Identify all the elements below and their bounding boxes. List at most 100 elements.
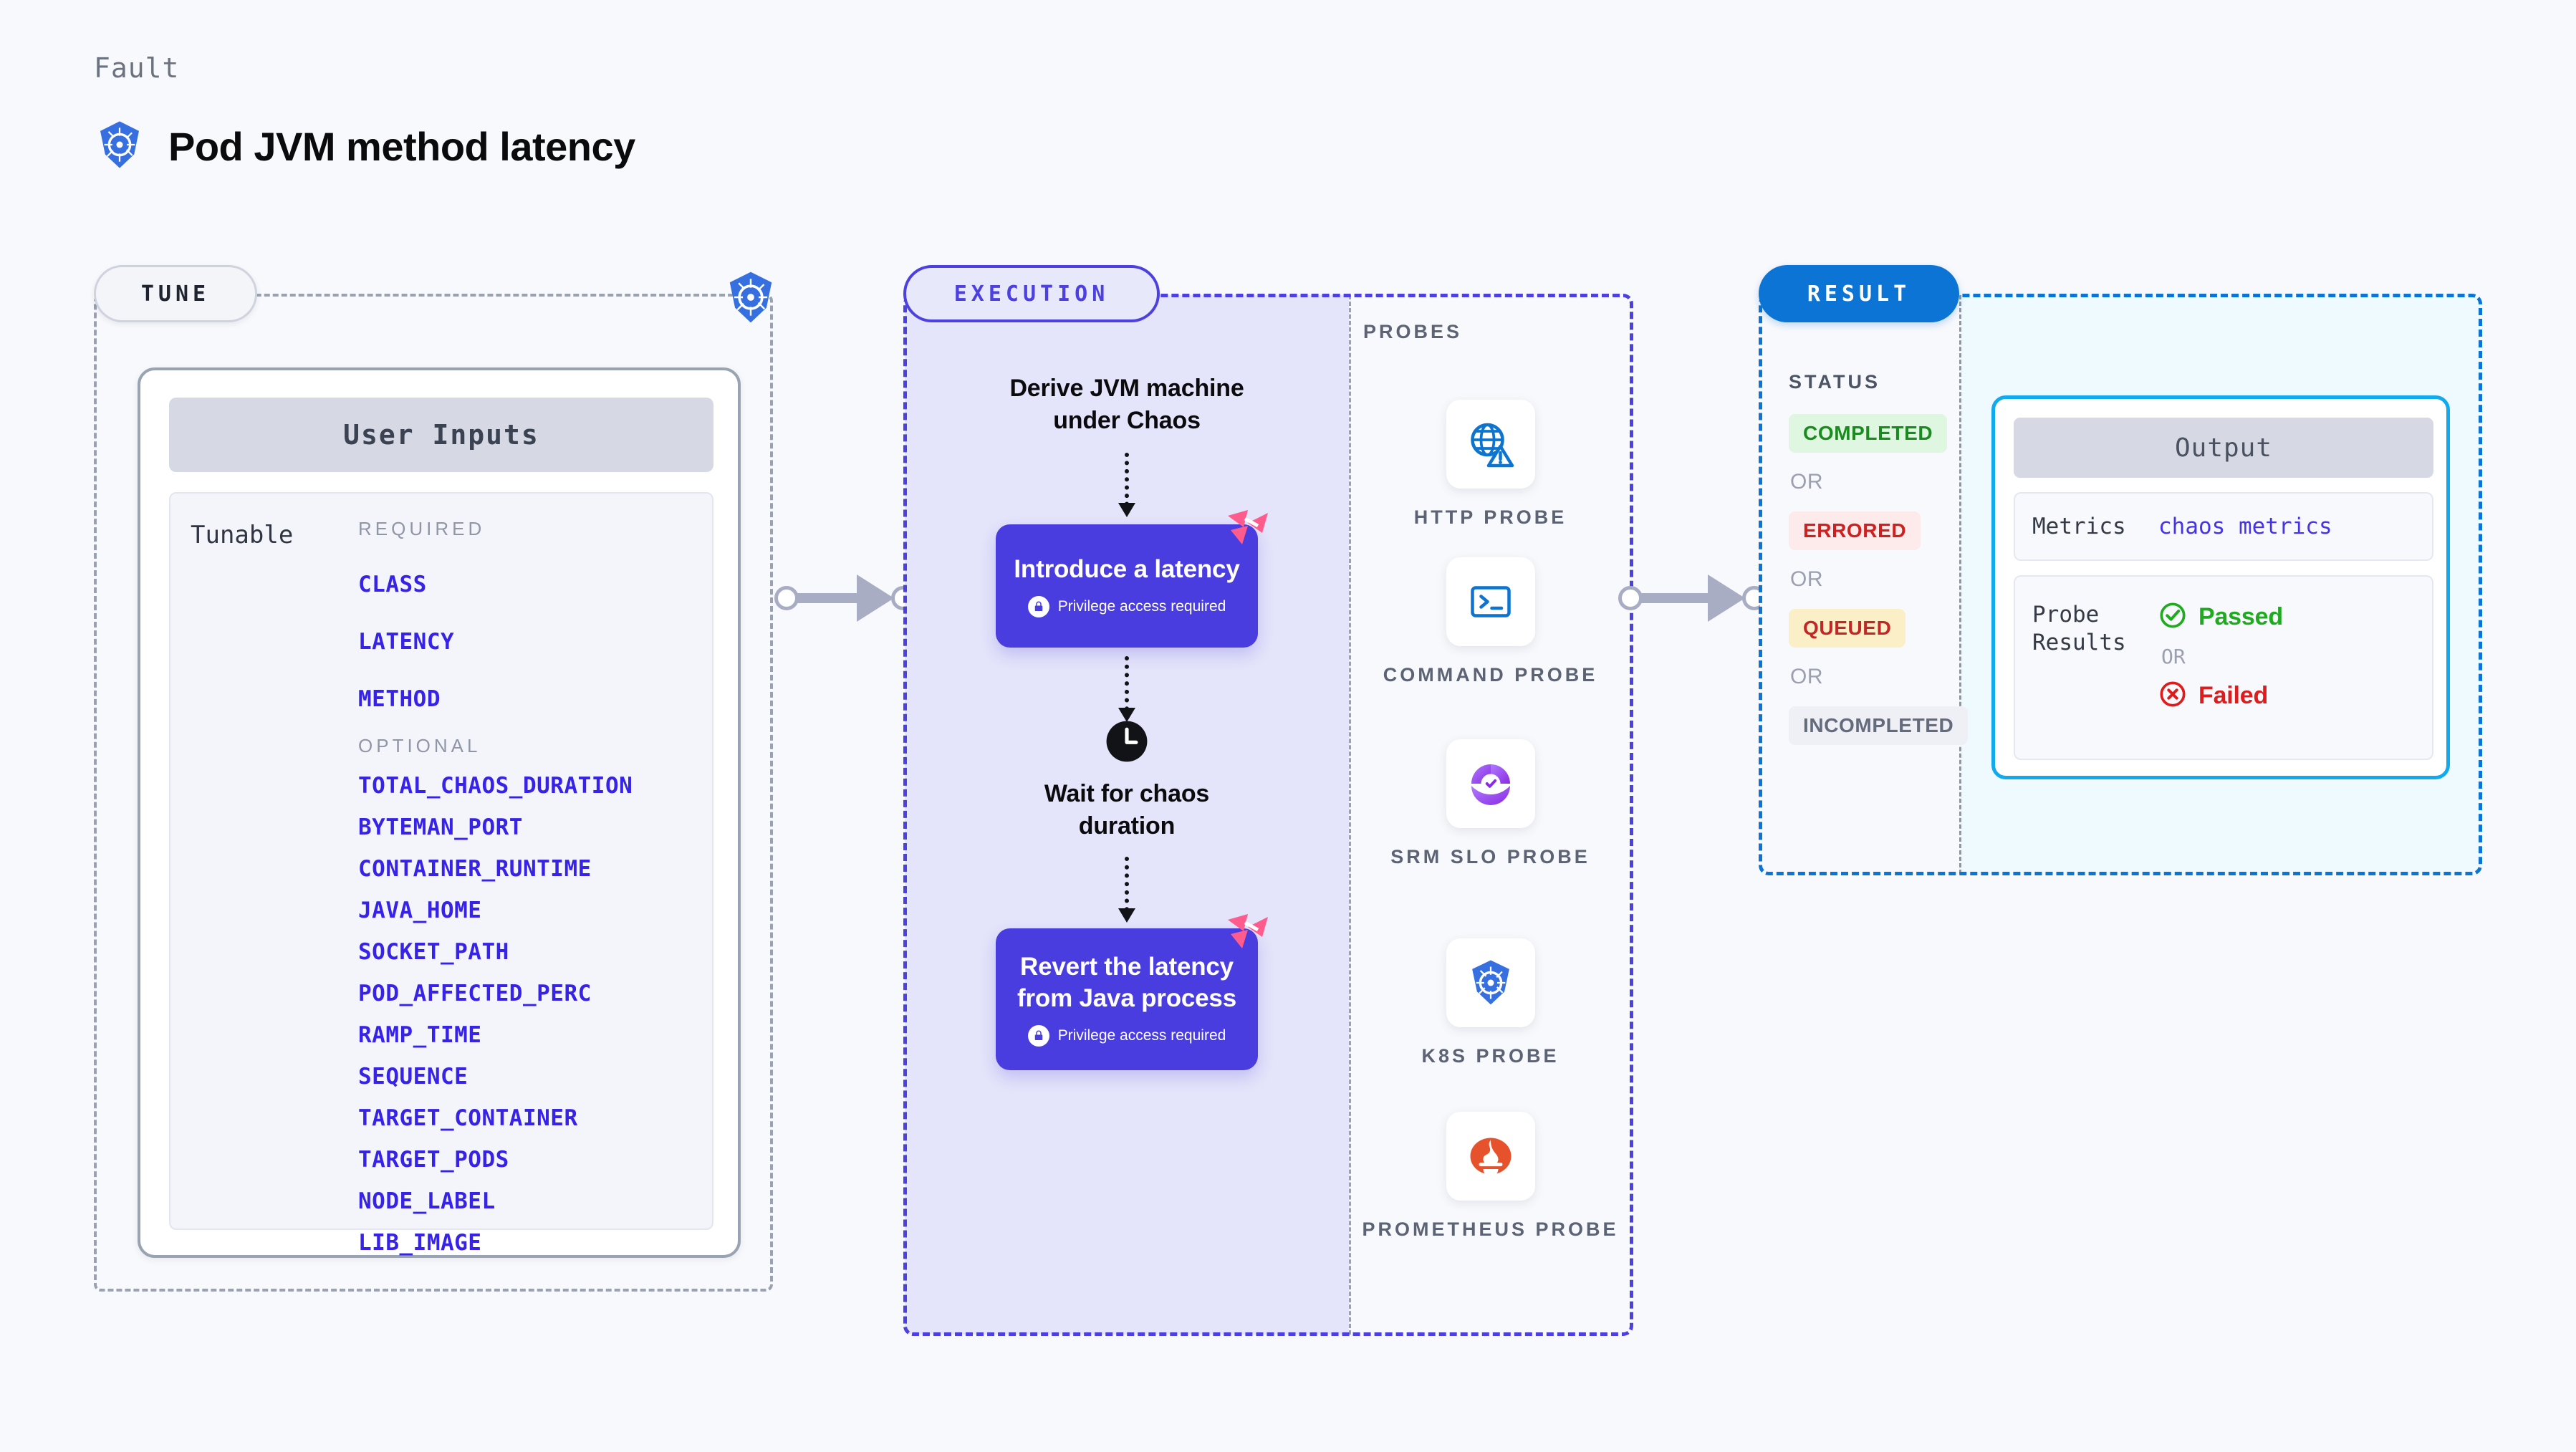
status-badge-wrap: INCOMPLETED xyxy=(1789,706,1969,745)
required-parameter[interactable]: LATENCY xyxy=(358,629,455,655)
harness-icon xyxy=(1226,913,1269,953)
optional-parameter[interactable]: SEQUENCE xyxy=(358,1064,468,1090)
status-label: STATUS xyxy=(1789,371,1880,393)
prometheus-icon xyxy=(1446,1112,1535,1201)
required-parameter[interactable]: CLASS xyxy=(358,572,427,597)
optional-parameter[interactable]: TARGET_PODS xyxy=(358,1147,509,1173)
optional-parameter[interactable]: CONTAINER_RUNTIME xyxy=(358,856,592,882)
srm-slo-icon xyxy=(1446,739,1535,828)
optional-parameter[interactable]: TARGET_CONTAINER xyxy=(358,1105,578,1131)
optional-parameter[interactable]: TOTAL_CHAOS_DURATION xyxy=(358,773,633,799)
lock-icon xyxy=(1027,596,1049,618)
execution-step-2[interactable]: Introduce a latency Privilege access req… xyxy=(996,509,1268,648)
check-circle-icon xyxy=(2158,601,2187,633)
status-or-label: OR xyxy=(1790,665,1823,688)
probe-or-label: OR xyxy=(2161,645,2186,668)
required-parameter-list: CLASS LATENCY METHOD xyxy=(358,572,695,712)
optional-parameter-list: TOTAL_CHAOS_DURATION BYTEMAN_PORT CONTAINE… xyxy=(358,773,695,1256)
optional-parameter[interactable]: BYTEMAN_PORT xyxy=(358,814,523,840)
execution-step-2-title: Introduce a latency xyxy=(1014,555,1240,584)
optional-parameter[interactable]: SOCKET_PATH xyxy=(358,939,509,965)
failed-label: Failed xyxy=(2198,682,2269,709)
optional-group-label: OPTIONAL xyxy=(358,735,481,756)
execution-step-2-subtitle: Privilege access required xyxy=(1027,596,1226,618)
required-group-label: REQUIRED xyxy=(358,518,486,539)
page-kicker: Fault xyxy=(94,52,180,84)
metrics-value[interactable]: chaos metrics xyxy=(2158,514,2332,539)
status-badge-wrap: COMPLETED xyxy=(1789,414,1953,453)
status-badge: INCOMPLETED xyxy=(1789,706,1969,745)
optional-parameter[interactable]: POD_AFFECTED_PERC xyxy=(358,981,592,1006)
harness-icon xyxy=(1226,509,1269,549)
probe-label: HTTP PROBE xyxy=(1413,506,1567,528)
status-badge-wrap: ERRORED xyxy=(1789,511,1953,550)
status-or-label: OR xyxy=(1790,470,1823,494)
tune-pill[interactable]: TUNE xyxy=(94,265,257,322)
globe-warning-icon xyxy=(1446,400,1535,489)
probe-label: COMMAND PROBE xyxy=(1383,664,1598,686)
optional-parameter[interactable]: JAVA_HOME xyxy=(358,898,482,923)
tune-kubernetes-icon xyxy=(723,269,779,325)
optional-parameter[interactable]: LIB_IMAGE xyxy=(358,1230,482,1256)
result-region xyxy=(1759,294,2482,875)
probe-item-k8s[interactable]: K8S PROBE xyxy=(1349,938,1632,1069)
probe-item-command[interactable]: COMMAND PROBE xyxy=(1349,557,1632,688)
user-inputs-body: Tunable REQUIRED CLASS LATENCY METHOD OPTI… xyxy=(169,492,713,1256)
optional-parameter[interactable]: NODE_LABEL xyxy=(358,1188,496,1214)
output-header: Output xyxy=(2014,418,2433,478)
user-inputs-card: User Inputs Tunable REQUIRED CLASS LATENC… xyxy=(138,367,741,1258)
required-parameter[interactable]: METHOD xyxy=(358,686,441,712)
status-badge-wrap: QUEUED xyxy=(1789,609,1953,648)
execution-step-2-sub-text: Privilege access required xyxy=(1057,598,1226,615)
clock-icon xyxy=(1105,719,1149,764)
lock-icon xyxy=(1027,1024,1049,1047)
status-badge: COMPLETED xyxy=(1789,414,1948,453)
probe-results-values: Passed OR Failed xyxy=(2158,601,2283,712)
metrics-key: Metrics xyxy=(2032,513,2126,539)
probe-result-failed: Failed xyxy=(2158,680,2283,712)
optional-parameter[interactable]: RAMP_TIME xyxy=(358,1022,482,1048)
tune-region xyxy=(94,294,773,1292)
parameter-column: REQUIRED CLASS LATENCY METHOD OPTIONAL TOT… xyxy=(358,518,695,1256)
execution-step-4-sub-text: Privilege access required xyxy=(1057,1027,1226,1044)
page-title-row: Pod JVM method latency xyxy=(94,119,635,174)
flow-arrow-2 xyxy=(1118,655,1135,722)
kubernetes-icon xyxy=(1446,938,1535,1027)
execution-pill[interactable]: EXECUTION xyxy=(903,265,1160,322)
probe-item-srm-slo[interactable]: SRM SLO PROBE xyxy=(1349,739,1632,870)
terminal-icon xyxy=(1446,557,1535,646)
probe-result-passed: Passed xyxy=(2158,601,2283,633)
flow-arrow-1 xyxy=(1118,452,1135,517)
probe-label: K8S PROBE xyxy=(1421,1045,1559,1067)
probes-label: PROBES xyxy=(1363,321,1463,342)
tunable-label: Tunable xyxy=(191,521,294,549)
probe-item-http[interactable]: HTTP PROBE xyxy=(1349,400,1632,530)
output-metrics-row: Metrics chaos metrics xyxy=(2014,492,2433,561)
status-badge: QUEUED xyxy=(1789,609,1906,648)
probe-label: SRM SLO PROBE xyxy=(1390,846,1590,867)
user-inputs-header: User Inputs xyxy=(169,398,713,472)
result-status-background xyxy=(1760,295,1961,874)
probe-label: PROMETHEUS PROBE xyxy=(1362,1218,1619,1240)
status-or-label: OR xyxy=(1790,567,1823,591)
flow-arrow-3 xyxy=(1118,856,1135,923)
status-list: COMPLETED OR ERRORED OR QUEUED OR INCOMPLETED xyxy=(1789,414,1969,745)
page-title: Pod JVM method latency xyxy=(168,124,635,169)
x-circle-icon xyxy=(2158,680,2187,712)
execution-region xyxy=(903,294,1633,1336)
probe-item-prometheus[interactable]: PROMETHEUS PROBE xyxy=(1349,1112,1632,1242)
execution-step-4-subtitle: Privilege access required xyxy=(1027,1024,1226,1047)
result-pill[interactable]: RESULT xyxy=(1759,265,1959,322)
status-badge: ERRORED xyxy=(1789,511,1921,550)
connector-execution-to-result xyxy=(1618,573,1767,623)
connector-tune-to-execution xyxy=(774,573,915,623)
